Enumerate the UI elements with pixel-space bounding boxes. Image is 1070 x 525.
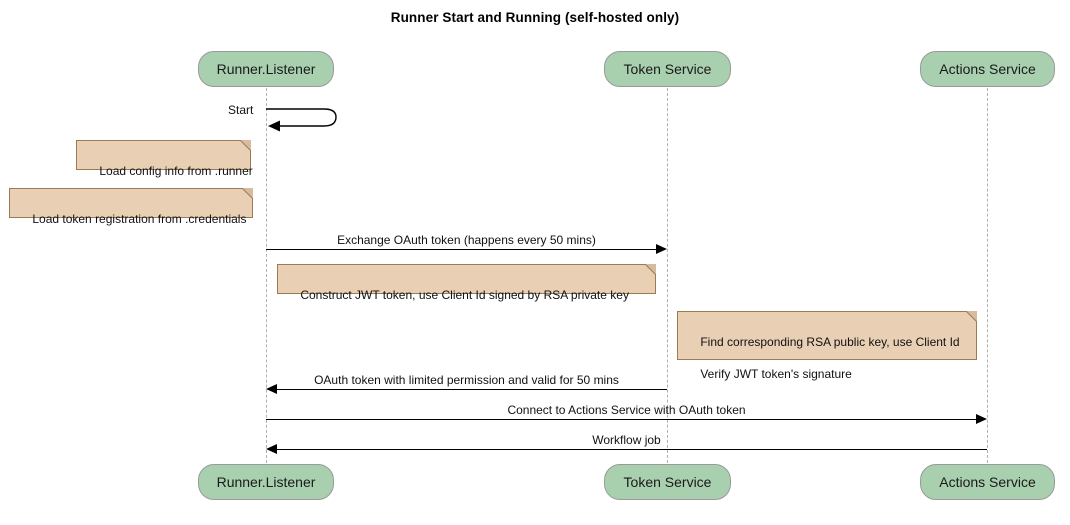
arrow-head-connect-actions-service (976, 414, 987, 424)
participant-actions-service-top[interactable]: Actions Service (920, 51, 1055, 87)
note-verify-jwt: Find corresponding RSA public key, use C… (677, 311, 977, 381)
note-fold-edge (240, 140, 251, 151)
note-load-token-registration-text: Load token registration from .credential… (32, 212, 247, 226)
message-label-oauth-token-returned: OAuth token with limited permission and … (314, 373, 619, 387)
message-line-oauth-token-returned[interactable] (277, 389, 667, 390)
message-label-connect-actions-service: Connect to Actions Service with OAuth to… (507, 403, 746, 417)
arrow-head-oauth-token-returned (266, 384, 277, 394)
lifeline-token-service (667, 88, 668, 463)
message-line-workflow-job[interactable] (277, 449, 987, 450)
note-load-config-text: Load config info from .runner (99, 164, 253, 178)
arrow-head-exchange-oauth-token (656, 244, 667, 254)
lifeline-runner-listener (266, 88, 267, 463)
self-message-start[interactable] (264, 104, 350, 134)
participant-runner-listener-bottom[interactable]: Runner.Listener (198, 464, 334, 500)
participant-runner-listener-top[interactable]: Runner.Listener (198, 51, 334, 87)
note-fold-edge (966, 311, 977, 322)
note-load-token-registration: Load token registration from .credential… (9, 188, 253, 226)
message-label-exchange-oauth-token: Exchange OAuth token (happens every 50 m… (337, 233, 596, 247)
note-verify-jwt-line2: Verify JWT token's signature (700, 367, 852, 381)
participant-actions-service-bottom[interactable]: Actions Service (920, 464, 1055, 500)
message-label-workflow-job: Workflow job (592, 433, 661, 447)
note-fold-edge (242, 188, 253, 199)
arrow-head-workflow-job (266, 444, 277, 454)
message-label-start: Start (228, 103, 254, 117)
participant-token-service-bottom[interactable]: Token Service (604, 464, 731, 500)
note-construct-jwt: Construct JWT token, use Client Id signe… (277, 264, 656, 302)
message-line-connect-actions-service[interactable] (266, 419, 976, 420)
note-verify-jwt-line1: Find corresponding RSA public key, use C… (700, 335, 960, 349)
note-load-config: Load config info from .runner (76, 140, 253, 178)
note-fold-edge (645, 264, 656, 275)
lifeline-actions-service (987, 88, 988, 463)
page-title: Runner Start and Running (self-hosted on… (390, 10, 680, 25)
message-line-exchange-oauth-token[interactable] (266, 249, 656, 250)
participant-token-service-top[interactable]: Token Service (604, 51, 731, 87)
note-construct-jwt-text: Construct JWT token, use Client Id signe… (300, 288, 629, 302)
